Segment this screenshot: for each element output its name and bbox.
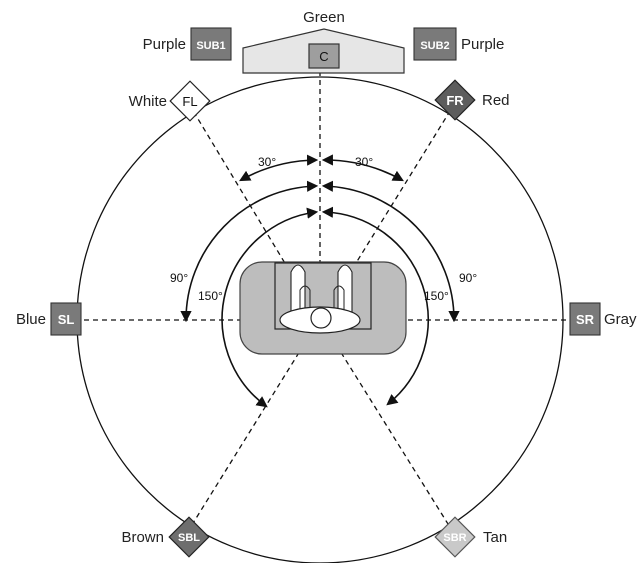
- surround-back-right-code: SBR: [443, 532, 466, 544]
- angle-label-30-right: 30°: [355, 155, 373, 169]
- surround-back-right-speaker: [434, 516, 476, 558]
- sub2-speaker: [413, 27, 457, 61]
- surround-right-code: SR: [576, 312, 595, 327]
- front-left-color-label: White: [129, 93, 167, 110]
- surround-back-left-color-label: Brown: [121, 529, 164, 546]
- front-left-speaker: [169, 80, 211, 122]
- arc-90-right: [321, 180, 460, 323]
- listener-head: [310, 307, 332, 329]
- arc-90-left: [180, 180, 319, 323]
- sub1-speaker: [190, 27, 232, 61]
- surround-left-code: SL: [58, 312, 75, 327]
- arc-30-left: [239, 154, 319, 182]
- sub1-color-label: Purple: [143, 36, 186, 53]
- surround-left-speaker: [50, 302, 82, 336]
- surround-left-color-label: Blue: [16, 311, 46, 328]
- arc-150-right: [321, 206, 429, 406]
- armrest-inner-right: [333, 285, 345, 322]
- sub2-speaker-code: SUB2: [420, 40, 449, 52]
- angle-label-150-right: 150°: [424, 289, 449, 303]
- surround-back-right-color-label: Tan: [483, 529, 507, 546]
- armrest-inner-left: [299, 285, 311, 322]
- surround-right-speaker: [569, 302, 601, 336]
- surround-right-color-label: Gray: [604, 311, 637, 328]
- front-right-speaker: [434, 79, 476, 121]
- sofa: [239, 261, 407, 355]
- center-speaker-code: C: [319, 49, 328, 64]
- front-right-code: FR: [446, 93, 464, 108]
- angle-arcs: [180, 154, 460, 408]
- angle-label-90-left: 90°: [170, 271, 188, 285]
- angle-label-150-left: 150°: [198, 289, 223, 303]
- angle-label-90-right: 90°: [459, 271, 477, 285]
- surround-back-left-speaker: [168, 516, 210, 558]
- sub1-speaker-code: SUB1: [196, 40, 225, 52]
- sub2-color-label: Purple: [461, 36, 504, 53]
- angle-label-30-left: 30°: [258, 155, 276, 169]
- center-color-label: Green: [303, 9, 345, 26]
- arc-150-left: [221, 207, 319, 408]
- surround-back-left-code: SBL: [178, 532, 200, 544]
- front-left-code: FL: [182, 94, 197, 109]
- front-right-color-label: Red: [482, 92, 510, 109]
- arc-30-right: [321, 154, 404, 182]
- center-speaker: [308, 43, 340, 69]
